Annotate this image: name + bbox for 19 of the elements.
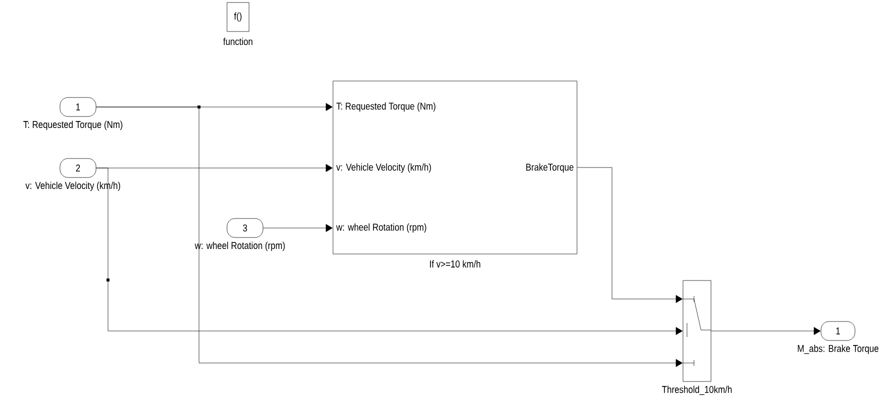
node-label: function: [223, 38, 252, 46]
signal-line: [711, 327, 821, 335]
signal-line: [263, 224, 333, 232]
subsystem-block: T: Requested Torque (Nm) v: Vehicle Velocity (km/h) w: wheel Rotation (rpm) BrakeTorque If v>=10 km/h: [332, 80, 578, 268]
node-label: If v>=10 km/h: [430, 260, 480, 268]
outport-block: 1 M_abs: Brake Torque: [796, 321, 880, 355]
function-block: f() function: [223, 2, 252, 46]
node-label: M_abs: Brake Torque: [798, 344, 878, 354]
inport-block: 2 v: Vehicle Velocity (km/h): [24, 158, 122, 192]
signal-line: [96, 168, 683, 335]
signal-line: [577, 167, 683, 303]
switch-block: Threshold_10km/h: [662, 280, 732, 395]
inport-block: 1 T: Requested Torque (Nm): [22, 97, 124, 132]
inport-block: 3 w: wheel Rotation (rpm): [194, 218, 286, 252]
node-label: T: Requested Torque (Nm): [23, 120, 122, 130]
node-label: Threshold_10km/h: [662, 386, 732, 395]
node-label: v: Vehicle Velocity (km/h): [25, 182, 120, 192]
node-label: w: wheel Rotation (rpm): [194, 242, 285, 252]
signal-line: [96, 106, 683, 367]
